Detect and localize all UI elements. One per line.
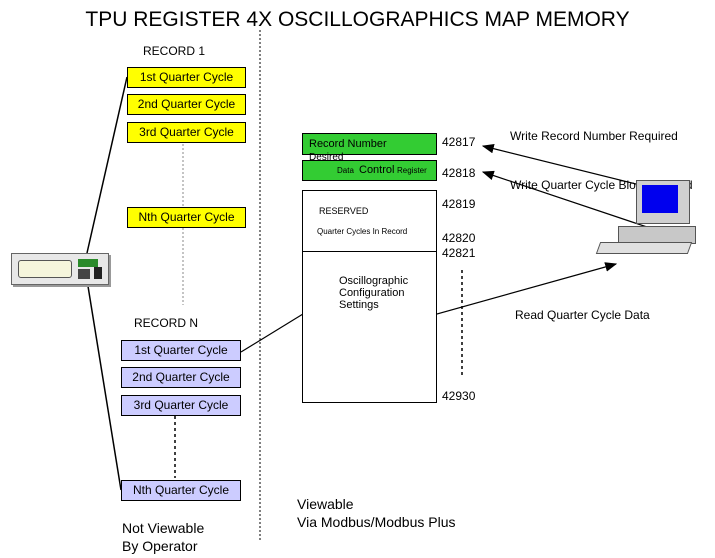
record1-cycle-2: 2nd Quarter Cycle [127, 94, 246, 115]
addr-42818: 42818 [442, 166, 476, 180]
addr-42819: 42819 [442, 197, 476, 211]
arrow-write-record [481, 143, 641, 186]
record1-label: RECORD 1 [143, 44, 206, 58]
record-number-register: Record Number Desired [302, 133, 437, 163]
record1-cycle-3: 3rd Quarter Cycle [127, 122, 246, 143]
addr-42817: 42817 [442, 135, 476, 149]
fan-line-recordN [86, 279, 122, 491]
arrow-write-block [481, 170, 651, 229]
recordN-cycle-3: 3rd Quarter Cycle [121, 395, 241, 416]
recordN-cycle-1: 1st Quarter Cycle [121, 340, 241, 361]
recordN-cycle-2: 2nd Quarter Cycle [121, 367, 241, 388]
recordN-cycle-n: Nth Quarter Cycle [121, 480, 241, 501]
record1-cycle-n: Nth Quarter Cycle [127, 207, 246, 228]
osc-config-register-block: Oscillographic Configuration Settings [302, 251, 437, 403]
annotation-write-record: Write Record Number Required [510, 129, 678, 143]
recordN-label: RECORD N [134, 316, 199, 330]
addr-42820: 42820 [442, 231, 476, 245]
page-title: TPU REGISTER 4X OSCILLOGRAPHICS MAP MEMO… [85, 8, 630, 31]
reserved-register-block: RESERVED Quarter Cycles In Record [302, 190, 437, 253]
annotation-read-data: Read Quarter Cycle Data [515, 308, 650, 322]
record1-cycle-1: 1st Quarter Cycle [127, 67, 246, 88]
computer-icon [595, 180, 708, 255]
addr-42930: 42930 [442, 389, 476, 403]
fan-line-record1 [86, 76, 128, 254]
addr-42821: 42821 [442, 246, 476, 260]
data-control-register: Data Control Register [302, 160, 437, 181]
viewable-label: Viewable Via Modbus/Modbus Plus [297, 496, 456, 530]
not-viewable-label: Not Viewable By Operator [122, 520, 205, 554]
relay-device-icon [11, 253, 109, 285]
